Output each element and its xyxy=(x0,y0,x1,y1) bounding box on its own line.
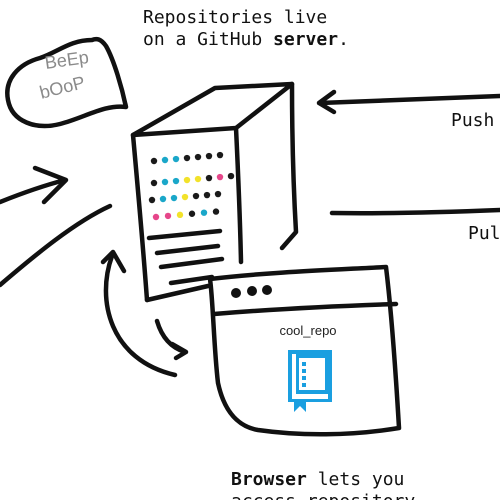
browser-caption-line2: access repository xyxy=(231,491,415,500)
server-led xyxy=(172,155,180,163)
server-led xyxy=(159,195,167,203)
server-led xyxy=(183,154,191,162)
server-led xyxy=(183,176,191,184)
server-led xyxy=(212,208,220,215)
server-caption-line1: Repositories live xyxy=(143,7,328,28)
browser-window-frame xyxy=(207,264,402,437)
speech-bubble-outline xyxy=(5,36,129,129)
pull-label: Pul xyxy=(468,223,500,244)
push-arrow-head xyxy=(316,89,337,115)
server-led xyxy=(170,194,178,202)
server-led xyxy=(188,210,196,217)
server-front-right-edge xyxy=(233,125,244,265)
server-led xyxy=(172,177,180,185)
left-lower-line xyxy=(0,203,113,288)
sync-arrow-curve xyxy=(103,253,178,378)
server-led xyxy=(150,157,158,165)
server-caption: Repositories live on a GitHub server. xyxy=(143,7,349,51)
browser-toolbar-divider xyxy=(211,301,399,317)
server-led xyxy=(200,209,208,216)
server-vent-line-1 xyxy=(146,228,223,241)
server-led xyxy=(164,212,172,220)
server-caption-line2-prefix: on a GitHub xyxy=(143,29,274,50)
server-led xyxy=(161,178,169,186)
server-led xyxy=(203,191,211,199)
server-front-left-edge xyxy=(130,132,150,303)
server-led xyxy=(152,213,160,221)
server-led xyxy=(194,153,202,161)
server-back-edge xyxy=(279,81,299,251)
server-led xyxy=(216,173,224,181)
server-vent-line-2 xyxy=(154,243,221,256)
browser-caption-bold: Browser xyxy=(231,469,307,490)
server-caption-line2-suffix: . xyxy=(338,29,349,50)
server-led xyxy=(150,179,158,187)
browser-dot-2 xyxy=(247,286,257,296)
server-led xyxy=(192,192,200,200)
browser-caption-rest: lets you xyxy=(306,469,405,490)
sync-arrow-head-bottom xyxy=(169,341,189,361)
server-led xyxy=(148,196,156,204)
browser-caption: Browser lets you access repository xyxy=(231,469,415,500)
left-arrow-shaft xyxy=(0,177,68,205)
server-bottom-edge xyxy=(144,283,211,303)
server-led xyxy=(181,193,189,201)
server-vent-line-4 xyxy=(168,274,215,286)
server-led xyxy=(205,152,213,160)
pull-arrow-shaft xyxy=(329,207,500,216)
sync-arrow-head-top xyxy=(100,249,127,274)
server-led-panel xyxy=(148,151,235,221)
left-arrow-head xyxy=(32,165,69,205)
server-led xyxy=(176,211,184,219)
browser-dot-1 xyxy=(231,288,241,298)
push-arrow-shaft xyxy=(317,93,500,106)
repo-book-icon xyxy=(288,350,332,412)
server-led xyxy=(194,175,202,183)
server-top-face xyxy=(130,81,295,138)
server-caption-bold: server xyxy=(273,29,339,50)
browser-dot-3 xyxy=(262,285,272,295)
server-led xyxy=(205,174,213,182)
server-vent-line-3 xyxy=(158,256,225,270)
repo-name-label: cool_repo xyxy=(279,323,337,338)
server-led xyxy=(227,172,235,180)
push-label: Push xyxy=(451,110,495,131)
server-led xyxy=(214,190,222,198)
server-led xyxy=(216,151,224,159)
server-led xyxy=(161,156,169,164)
